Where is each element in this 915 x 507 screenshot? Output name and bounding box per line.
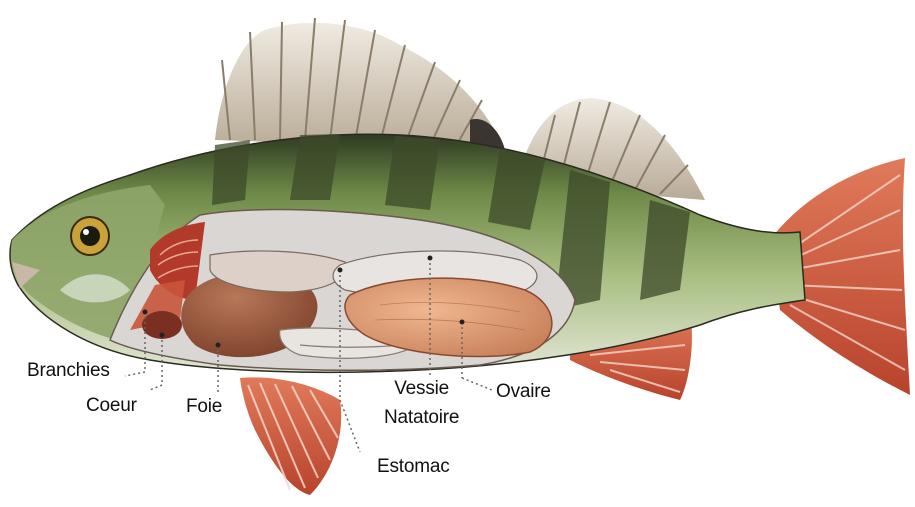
label-foie: Foie [186, 396, 222, 418]
label-vessie-natatoire: Vessie Natatoire [384, 374, 459, 432]
label-estomac: Estomac [377, 456, 450, 478]
label-ovaire: Ovaire [496, 381, 551, 403]
pelvic-fin [240, 377, 341, 495]
label-branchies: Branchies [27, 360, 110, 382]
label-vessie-line1: Vessie [384, 374, 459, 403]
first-dorsal-fin [215, 18, 505, 150]
label-coeur: Coeur [86, 395, 137, 417]
label-vessie-line2: Natatoire [384, 403, 459, 432]
